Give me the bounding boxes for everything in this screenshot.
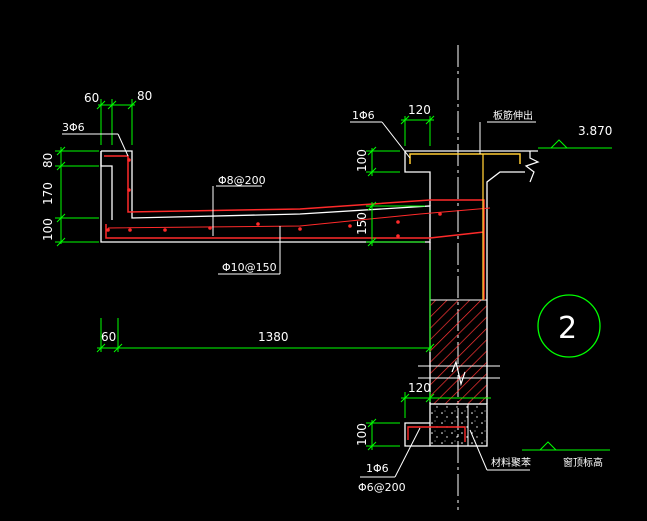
dim-wall-100-bottom: 100 xyxy=(355,423,369,446)
dim-left-100: 100 xyxy=(41,218,55,241)
note-elevation: 3.870 xyxy=(578,124,612,138)
dim-wall-120-bottom: 120 xyxy=(408,381,431,395)
slab-outline xyxy=(100,150,431,243)
beam-break-symbol xyxy=(524,151,540,183)
dim-left-80: 80 xyxy=(41,153,55,168)
lintel-outline xyxy=(429,403,488,447)
section-mark-circle xyxy=(537,294,601,358)
rebar-dots xyxy=(106,158,442,238)
dim-left-170: 170 xyxy=(41,182,55,205)
label-corner-bars: 3Φ6 xyxy=(62,121,85,134)
masonry-hatch xyxy=(429,299,488,405)
label-top-beam-bars: 1Φ6 xyxy=(352,109,375,122)
dim-lines xyxy=(55,99,612,451)
note-infill-material: 材料聚苯 xyxy=(491,456,531,469)
label-bottom-beam-bars: 1Φ6 xyxy=(366,462,389,475)
bottom-rebar xyxy=(105,224,485,239)
top-rebar xyxy=(104,155,485,300)
beam-top-rebar xyxy=(409,153,521,164)
upstand-notch xyxy=(100,151,113,220)
dim-top-80: 80 xyxy=(137,89,152,103)
dim-wall-120-top: 120 xyxy=(408,103,431,117)
note-roof-level: 窗顶标高 xyxy=(563,456,603,469)
dim-wall-100-top: 100 xyxy=(355,149,369,172)
hook-rebar xyxy=(107,207,491,229)
label-main-bars: Φ10@150 xyxy=(222,261,277,274)
dim-bottom-60: 60 xyxy=(101,330,116,344)
beam-haunch xyxy=(486,171,525,300)
leaders xyxy=(62,121,536,478)
label-stirrups: Φ6@200 xyxy=(358,481,406,494)
dim-top-60: 60 xyxy=(84,91,99,105)
label-distribution-bars: Φ8@200 xyxy=(218,174,266,187)
lintel-rebar xyxy=(407,426,466,442)
masonry-break-zig xyxy=(451,359,466,387)
dim-beam-150: 150 xyxy=(355,212,369,235)
lintel-lip xyxy=(404,422,430,447)
section-mark-number: 2 xyxy=(558,311,577,346)
note-slab-cantilever: 板筋伸出 xyxy=(493,109,533,122)
dim-bottom-1380: 1380 xyxy=(258,330,289,344)
wall-upper-outline xyxy=(404,151,431,206)
